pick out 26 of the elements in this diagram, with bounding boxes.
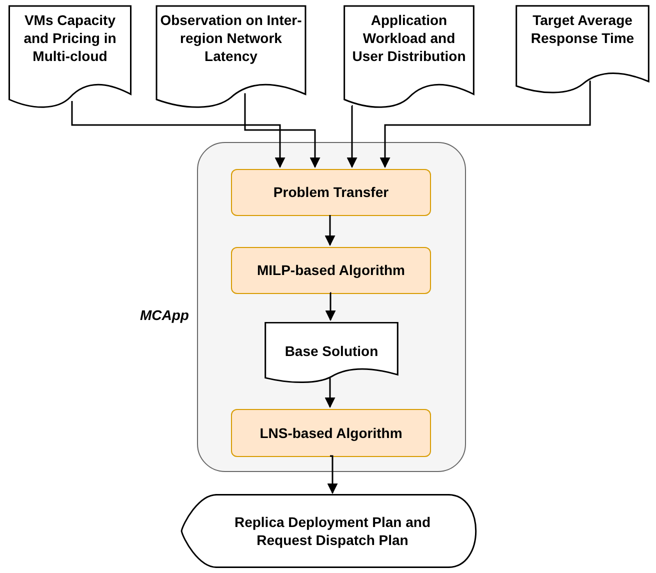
arrow (324, 214, 336, 246)
process-box (231, 169, 431, 216)
document-label: Observation on Inter-region Network Latency (159, 11, 303, 65)
document-label: VMs Capacity and Pricing in Multi-cloud (22, 11, 118, 65)
document-shape (8, 5, 132, 110)
arrow (325, 292, 336, 322)
document-label: Application Workload and User Distribution (351, 11, 467, 65)
arrow (346, 105, 358, 168)
document-shape (343, 5, 475, 110)
document-label: Target Average Response Time (530, 11, 636, 47)
process-label: LNS-based Algorithm (260, 424, 402, 443)
process-box (231, 247, 431, 294)
output-label: Replica Deployment Plan and Request Dispatch Plan (233, 513, 432, 549)
arrow (380, 80, 591, 168)
process-label: MILP-based Algorithm (256, 261, 406, 280)
process-label: Problem Transfer (273, 183, 389, 202)
group-label: MCApp (140, 306, 189, 325)
document-shape (264, 322, 399, 384)
document-shape (515, 5, 650, 95)
arrow (71, 100, 286, 168)
document-label: Base Solution (284, 342, 378, 360)
document-shape (155, 5, 307, 110)
arrow (244, 93, 320, 168)
arrow (324, 377, 336, 408)
arrow (327, 455, 338, 494)
process-box (231, 409, 431, 457)
